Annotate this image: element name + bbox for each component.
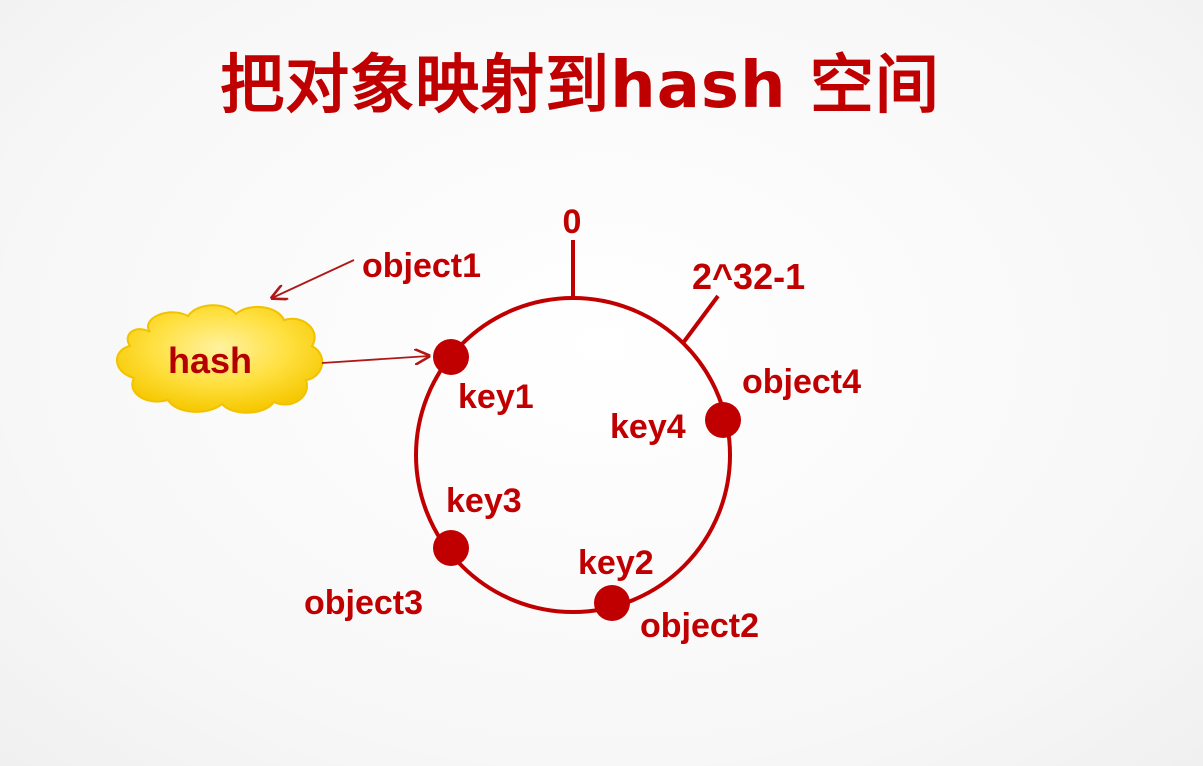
- key2-dot: [594, 585, 630, 621]
- ring-end-tick: [681, 294, 720, 345]
- key4-dot: [705, 402, 741, 438]
- object1-label: object1: [362, 247, 481, 285]
- key1-label: key1: [458, 378, 534, 416]
- object4-label: object4: [742, 363, 861, 401]
- ring-start-label: 0: [563, 203, 582, 241]
- hash-to-key1-arrow: [321, 356, 429, 363]
- object3-label: object3: [304, 584, 423, 622]
- hash-label: hash: [168, 340, 252, 381]
- ring-end-label: 2^32-1: [692, 256, 805, 297]
- object1-to-hash-arrow: [272, 259, 355, 298]
- key1-dot: [433, 339, 469, 375]
- hash-cloud-icon: [116, 304, 324, 414]
- slide-title: 把对象映射到hash 空间: [220, 49, 940, 123]
- key3-label: key3: [446, 482, 522, 520]
- key3-dot: [433, 530, 469, 566]
- key2-label: key2: [578, 544, 654, 582]
- object2-label: object2: [640, 607, 759, 645]
- key4-label: key4: [610, 408, 686, 446]
